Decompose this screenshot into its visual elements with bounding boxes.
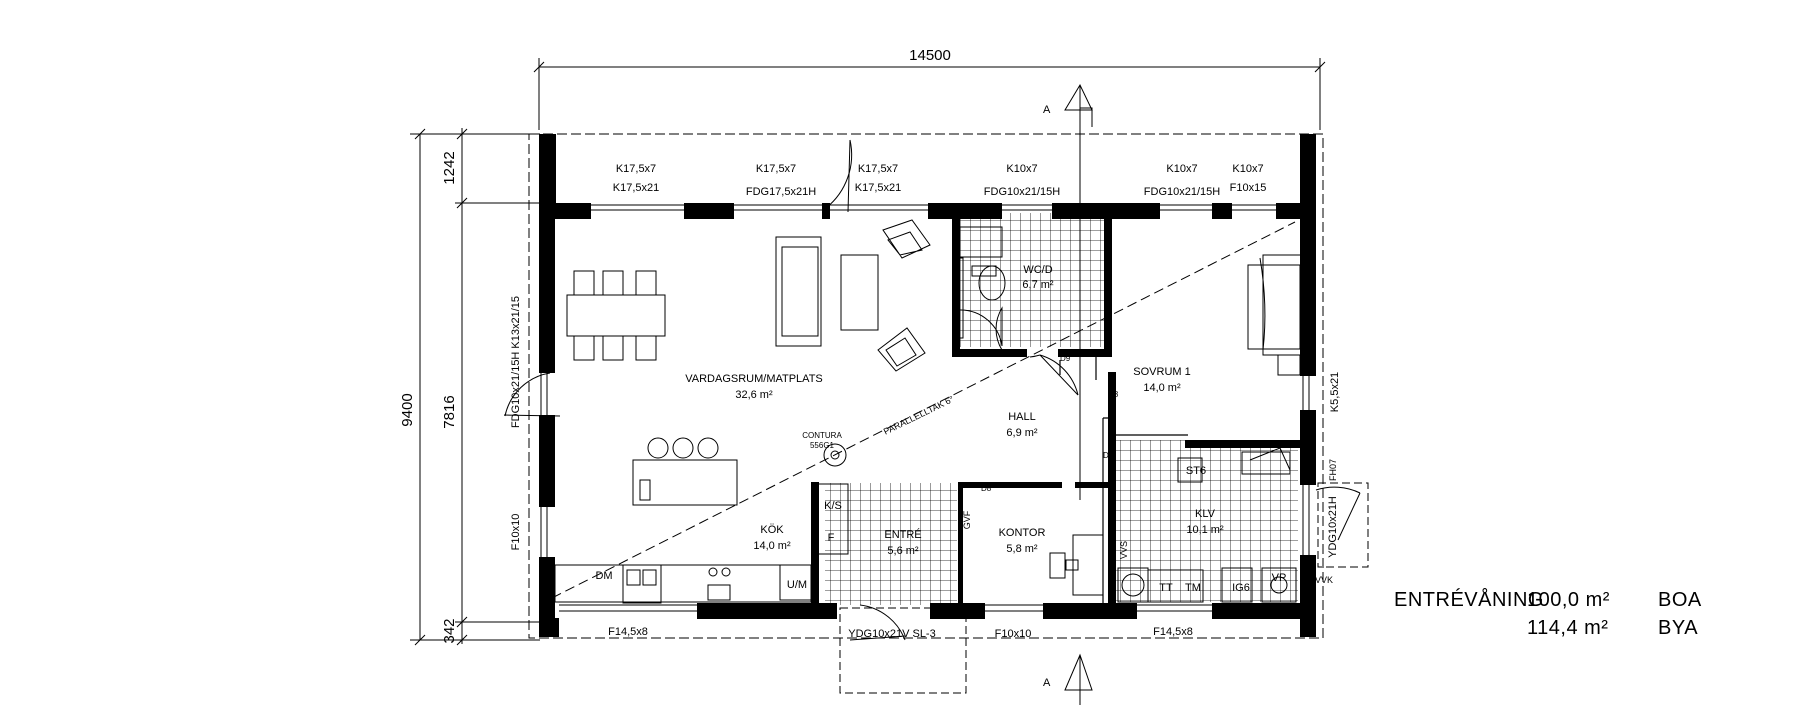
window-label-w1a: K17,5x7: [616, 163, 656, 175]
summary-bya-label: BYA: [1658, 617, 1698, 639]
fixture-label-f: F: [828, 532, 835, 544]
roof-slope-note: PARALLELLTAK 6°: [882, 394, 956, 437]
window-label-right2: FH07: [1328, 459, 1338, 481]
furniture: [554, 219, 1304, 604]
door-label-d8-sovrum: D8: [1108, 390, 1119, 399]
stove-brand-label: CONTURA: [802, 431, 842, 440]
summary-boa-label: BOA: [1658, 589, 1702, 611]
room-area-klv: 10,1 m²: [1186, 524, 1224, 536]
stove-model-label: 556G1: [810, 441, 835, 450]
section-line-a: [1064, 83, 1093, 705]
window-openings: [540, 204, 1310, 612]
area-summary: ENTRÉVÅNING 100,0 m² BOA 114,4 m² BYA: [1394, 588, 1702, 639]
fixture-label-st6: ST6: [1186, 465, 1206, 477]
room-area-hall: 6,9 m²: [1006, 427, 1038, 439]
room-area-sovrum: 14,0 m²: [1143, 382, 1181, 394]
fixture-label-k-s: K/S: [824, 500, 842, 512]
window-label-bottom1: F14,5x8: [608, 626, 648, 638]
summary-bya-value: 114,4 m²: [1527, 617, 1608, 639]
window-label-bottom3: F10x10: [995, 628, 1032, 640]
window-label-w4a: K10x7: [1006, 163, 1037, 175]
window-label-bottom4: F14,5x8: [1153, 626, 1193, 638]
door-swings: [503, 139, 1369, 694]
dimension-lines: [410, 58, 1326, 646]
room-name-kok: KÖK: [760, 524, 784, 536]
window-label-w4b: FDG10x21/15H: [984, 186, 1060, 198]
window-label-right3: YDG10x21H: [1327, 496, 1339, 558]
window-label-left1: FDG10x21/15H K13x21/15: [510, 296, 522, 428]
window-label-w1b: K17,5x21: [613, 182, 659, 194]
room-name-wc: WC/D: [1023, 264, 1052, 276]
section-label-bottom: A: [1043, 677, 1051, 689]
room-labels: VARDAGSRUM/MATPLATS 32,6 m² WC/D 6,7 m² …: [685, 264, 1224, 557]
roof-fall-line: [551, 221, 1296, 599]
room-area-kok: 14,0 m²: [753, 540, 791, 552]
dim-overall-depth: 9400: [399, 393, 416, 426]
fixture-label-ig6: IG6: [1232, 582, 1250, 594]
door-label-d9: D9: [1060, 354, 1071, 363]
tiled-areas: [825, 213, 1298, 605]
room-name-entre: ENTRÉ: [884, 528, 921, 541]
window-label-w5a: K10x7: [1166, 163, 1197, 175]
window-label-w2b: FDG17,5x21H: [746, 186, 816, 198]
window-labels: K17,5x7 K17,5x21 K17,5x7 FDG17,5x21H K17…: [510, 163, 1341, 640]
room-area-wc: 6,7 m²: [1022, 279, 1054, 291]
door-labels: D9 D8 D8 D8: [981, 354, 1119, 493]
door-label-d8-klv: D8: [1103, 451, 1114, 460]
thin-walls: [1059, 355, 1188, 610]
fixture-label-vvs: VVS: [1119, 541, 1129, 559]
window-label-w3b: K17,5x21: [855, 182, 901, 194]
room-name-sovrum: SOVRUM 1: [1133, 366, 1190, 378]
summary-floor-name: ENTRÉVÅNING: [1394, 588, 1544, 611]
roof-outline: [528, 133, 1324, 639]
fixture-label-tm: TM: [1185, 582, 1201, 594]
door-label-d8-kontor: D8: [981, 484, 992, 493]
dim-part-mid: 7816: [441, 395, 458, 428]
room-name-hall: HALL: [1008, 411, 1036, 423]
window-label-left2: F10x10: [510, 514, 522, 551]
fixture-label-tt: TT: [1159, 582, 1173, 594]
summary-boa-value: 100,0 m²: [1527, 589, 1610, 611]
fixture-label-vp: VP: [1272, 572, 1287, 584]
room-name-vardagsrum: VARDAGSRUM/MATPLATS: [685, 373, 823, 385]
room-area-kontor: 5,8 m²: [1006, 543, 1038, 555]
fixture-label-dm: DM: [595, 570, 612, 582]
window-label-bottom2: YDG10x21V SL-3: [848, 628, 935, 640]
exterior-walls: [539, 134, 1316, 637]
window-label-w3a: K17,5x7: [858, 163, 898, 175]
fixture-label-gvf: GVF: [962, 510, 972, 529]
room-name-kontor: KONTOR: [999, 527, 1046, 539]
fixture-label-vvk: VVK: [1315, 575, 1333, 585]
dim-part-bottom: 342: [441, 618, 458, 643]
window-label-w6a: K10x7: [1232, 163, 1263, 175]
window-label-w6b: F10x15: [1230, 182, 1267, 194]
interior-walls: [811, 212, 1300, 607]
dim-overall-width: 14500: [909, 47, 951, 64]
fixture-label-um: U/M: [787, 579, 807, 591]
room-area-entre: 5,6 m²: [887, 545, 919, 557]
window-label-w5b: FDG10x21/15H: [1144, 186, 1220, 198]
room-area-vardagsrum: 32,6 m²: [735, 389, 773, 401]
room-name-klv: KLV: [1195, 508, 1216, 520]
dim-part-top: 1242: [441, 151, 458, 184]
window-label-right1: K5,5x21: [1329, 372, 1341, 412]
window-label-w2a: K17,5x7: [756, 163, 796, 175]
section-label-top: A: [1043, 104, 1051, 116]
